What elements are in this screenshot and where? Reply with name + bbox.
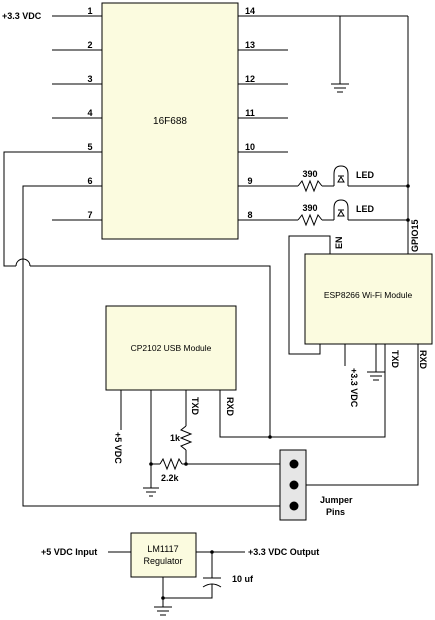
esp-txd-wire	[219, 344, 386, 438]
resistor-symbol	[297, 179, 323, 193]
cp-rxd-label: RXD	[225, 397, 235, 417]
resistor-value: 2.2k	[161, 473, 180, 483]
cp2102-name: CP2102 USB Module	[131, 343, 212, 353]
esp-en-wire	[288, 235, 331, 355]
led-icon	[333, 199, 349, 220]
chip-16f688	[101, 2, 239, 240]
junction-dot	[406, 218, 410, 222]
supply-label: +3.3 VDC	[2, 11, 42, 21]
regulator-name-line2: Regulator	[143, 556, 182, 566]
pin-number: 1	[87, 6, 92, 16]
led-icon	[333, 165, 349, 186]
esp-txd-label: TXD	[390, 350, 400, 369]
junction-dot	[161, 596, 165, 600]
esp8266-name: ESP8266 Wi-Fi Module	[324, 290, 413, 300]
pin-number: 4	[87, 108, 92, 118]
pin-number: 10	[245, 142, 255, 152]
resistor-value: 390	[302, 169, 317, 179]
jumper-pin	[289, 480, 299, 490]
pin5-wire	[30, 265, 271, 437]
capacitor-wire	[163, 584, 213, 599]
resistor-value: 1k	[170, 433, 181, 443]
cp2102-module	[105, 305, 237, 391]
jumper-label-line1: Jumper	[320, 495, 353, 505]
led-label: LED	[356, 170, 375, 180]
junction-dot	[406, 184, 410, 188]
chip-name: 16F688	[153, 116, 187, 127]
cp-txd-label: TXD	[190, 397, 200, 416]
pin-number: 11	[245, 108, 255, 118]
pin5-wire	[3, 151, 52, 267]
jumper-pin	[289, 459, 299, 469]
lm1117-regulator	[130, 532, 197, 578]
esp-rxd-wire	[305, 344, 419, 486]
ground-icon	[331, 83, 349, 93]
pin-number: 14	[245, 6, 255, 16]
resistor-symbol	[159, 457, 183, 471]
pin-number: 13	[245, 40, 255, 50]
pin-number: 6	[87, 176, 92, 186]
capacitor-value: 10 uf	[232, 574, 254, 584]
pin-number: 5	[87, 142, 92, 152]
esp-rxd-label: RXD	[418, 350, 428, 370]
ground-icon	[143, 487, 159, 497]
pin-number: 2	[87, 40, 92, 50]
pin-number: 7	[87, 210, 92, 220]
regulator-input-label: +5 VDC Input	[41, 547, 97, 557]
regulator-name-line1: LM1117	[147, 544, 178, 554]
jumper-pin	[289, 501, 299, 511]
pin-number: 8	[247, 210, 252, 220]
pin-number: 3	[87, 74, 92, 84]
led-label: LED	[356, 204, 375, 214]
esp8266-module	[304, 253, 433, 345]
resistor-value: 390	[302, 203, 317, 213]
cp-vdc-label: +5 VDC	[113, 432, 123, 464]
pin-number: 9	[247, 176, 252, 186]
regulator-output-label: +3.3 VDC Output	[248, 547, 319, 557]
junction-dot	[184, 462, 188, 466]
pin-number: 12	[245, 74, 255, 84]
resistor-symbol	[297, 213, 323, 227]
esp-en-label: EN	[334, 236, 344, 249]
ground-icon	[367, 371, 385, 381]
ground-icon	[154, 606, 172, 616]
resistor-symbol	[179, 425, 193, 451]
esp-vdc-label: +3.3 VDC	[349, 368, 359, 408]
jumper-label-line2: Pins	[326, 507, 345, 517]
pin6-wire	[22, 185, 280, 507]
junction-dot	[149, 462, 153, 466]
esp-gpio15-label: GPIO15	[410, 219, 420, 252]
